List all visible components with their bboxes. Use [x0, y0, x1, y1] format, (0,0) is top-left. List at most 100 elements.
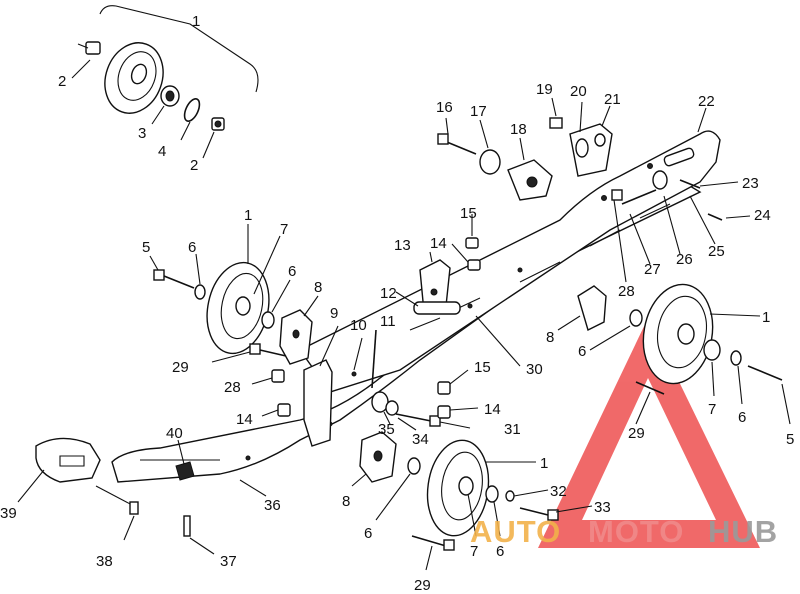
callout-30: 30: [526, 361, 543, 378]
callout-29-left: 29: [172, 359, 189, 376]
snap-ring-top: [183, 98, 201, 122]
callout-33: 33: [594, 499, 611, 516]
bolt-32-33: [505, 489, 593, 521]
bracket-21: [569, 123, 613, 177]
callout-8-left: 8: [314, 279, 322, 296]
callout-9: 9: [330, 305, 338, 322]
bolt-5-right: [747, 365, 791, 425]
block-18: [507, 159, 553, 201]
callout-29-right: 29: [628, 425, 645, 442]
callout-22: 22: [698, 93, 715, 110]
screw-37: [183, 515, 215, 555]
arm-11: [371, 329, 377, 389]
bolt-5-left: [149, 255, 195, 289]
watermark-auto: AUTO: [470, 514, 561, 549]
idler-wheel-bottom: [426, 439, 536, 537]
callout-1-left: 1: [244, 207, 252, 224]
washer-6-left: [194, 253, 206, 300]
bolt-31: [395, 413, 471, 429]
spacer-7-bottom: [467, 493, 477, 537]
middle-hardware: [395, 214, 521, 367]
callout-23: 23: [742, 175, 759, 192]
callout-17: 17: [470, 103, 487, 120]
callout-4: 4: [158, 143, 166, 160]
callout-7-left: 7: [280, 221, 288, 238]
callout-labels: 1 2 3 4 2 16 17 18 19 20 21 22 23 24 25 …: [0, 13, 794, 594]
callout-28-left: 28: [224, 379, 241, 396]
nut-14-left: [261, 403, 291, 417]
spacer-7-right: [703, 339, 721, 397]
callout-14-left: 14: [236, 411, 253, 428]
washer-6-bottom2: [485, 485, 501, 537]
wheel-top: [104, 42, 164, 114]
callout-39: 39: [0, 505, 17, 522]
callout-20: 20: [570, 83, 587, 100]
nut-15-mid: [437, 369, 469, 395]
idler-wheel-right: [642, 283, 761, 385]
washer-6-right: [589, 309, 643, 351]
watermark-text: AUTO MOTO HUB: [470, 514, 778, 549]
callout-6-left2: 6: [288, 263, 296, 280]
callout-6-left: 6: [188, 239, 196, 256]
callout-18: 18: [510, 121, 527, 138]
callout-14-mid: 14: [484, 401, 501, 418]
callout-8-bottom: 8: [342, 493, 350, 510]
callout-7-right: 7: [708, 401, 716, 418]
watermark-inner-triangle: [598, 400, 700, 508]
bracket-8-bottom: [351, 431, 397, 487]
wheel-kit-top: [71, 5, 259, 159]
callout-32: 32: [550, 483, 567, 500]
callout-29-bottom: 29: [414, 577, 431, 594]
nut-14-top: [467, 259, 481, 271]
upper-hardware: [437, 97, 751, 283]
idler-wheel-left: [206, 224, 281, 355]
callout-37: 37: [220, 553, 237, 570]
watermark-moto: MOTO: [588, 514, 684, 549]
callout-14-top: 14: [430, 235, 447, 252]
callout-12: 12: [380, 285, 397, 302]
callout-6-bottom: 6: [364, 525, 372, 542]
bracket-8-left: [279, 295, 319, 365]
callout-13: 13: [394, 237, 411, 254]
callout-19: 19: [536, 81, 553, 98]
callout-27: 27: [644, 261, 661, 278]
callout-1-top: 1: [192, 13, 200, 30]
callout-5-right: 5: [786, 431, 794, 448]
callout-6-right: 6: [578, 343, 586, 360]
callout-35: 35: [378, 421, 395, 438]
front-cap-39: [17, 437, 101, 503]
callout-6-bottom2: 6: [496, 543, 504, 560]
washer-6-right2: [730, 350, 743, 405]
bolt-16: [437, 133, 477, 155]
adjuster-23-25: [611, 170, 723, 221]
callout-16: 16: [436, 99, 453, 116]
callout-8-right: 8: [546, 329, 554, 346]
screw-38: [95, 485, 139, 541]
watermark-triangle-logo: [538, 318, 760, 548]
callout-24: 24: [754, 207, 771, 224]
bearing-top: [160, 85, 180, 107]
spacer-17: [479, 149, 501, 175]
bolt-top-right: [211, 117, 225, 131]
washer-6-left2: [261, 279, 291, 329]
bolt-29-left: [211, 343, 287, 363]
bolt-top-left: [77, 41, 101, 55]
callout-3: 3: [138, 125, 146, 142]
pivot-12: [413, 301, 461, 315]
callout-10: 10: [350, 317, 367, 334]
watermark-hub: HUB: [708, 514, 778, 549]
callout-7-bottom: 7: [470, 543, 478, 560]
callout-11: 11: [380, 313, 396, 330]
callout-26: 26: [676, 251, 693, 268]
callout-1-right: 1: [762, 309, 770, 326]
watermark: [538, 318, 760, 548]
bracket-9: [303, 325, 339, 447]
nut-15-top: [465, 237, 479, 249]
callout-5-left: 5: [142, 239, 150, 256]
bracket-8-right: [557, 285, 607, 332]
washer-6-bottom: [375, 457, 421, 521]
callout-2-topleft: 2: [58, 73, 66, 90]
callout-28-right: 28: [618, 283, 635, 300]
center-hardware: [303, 325, 479, 447]
